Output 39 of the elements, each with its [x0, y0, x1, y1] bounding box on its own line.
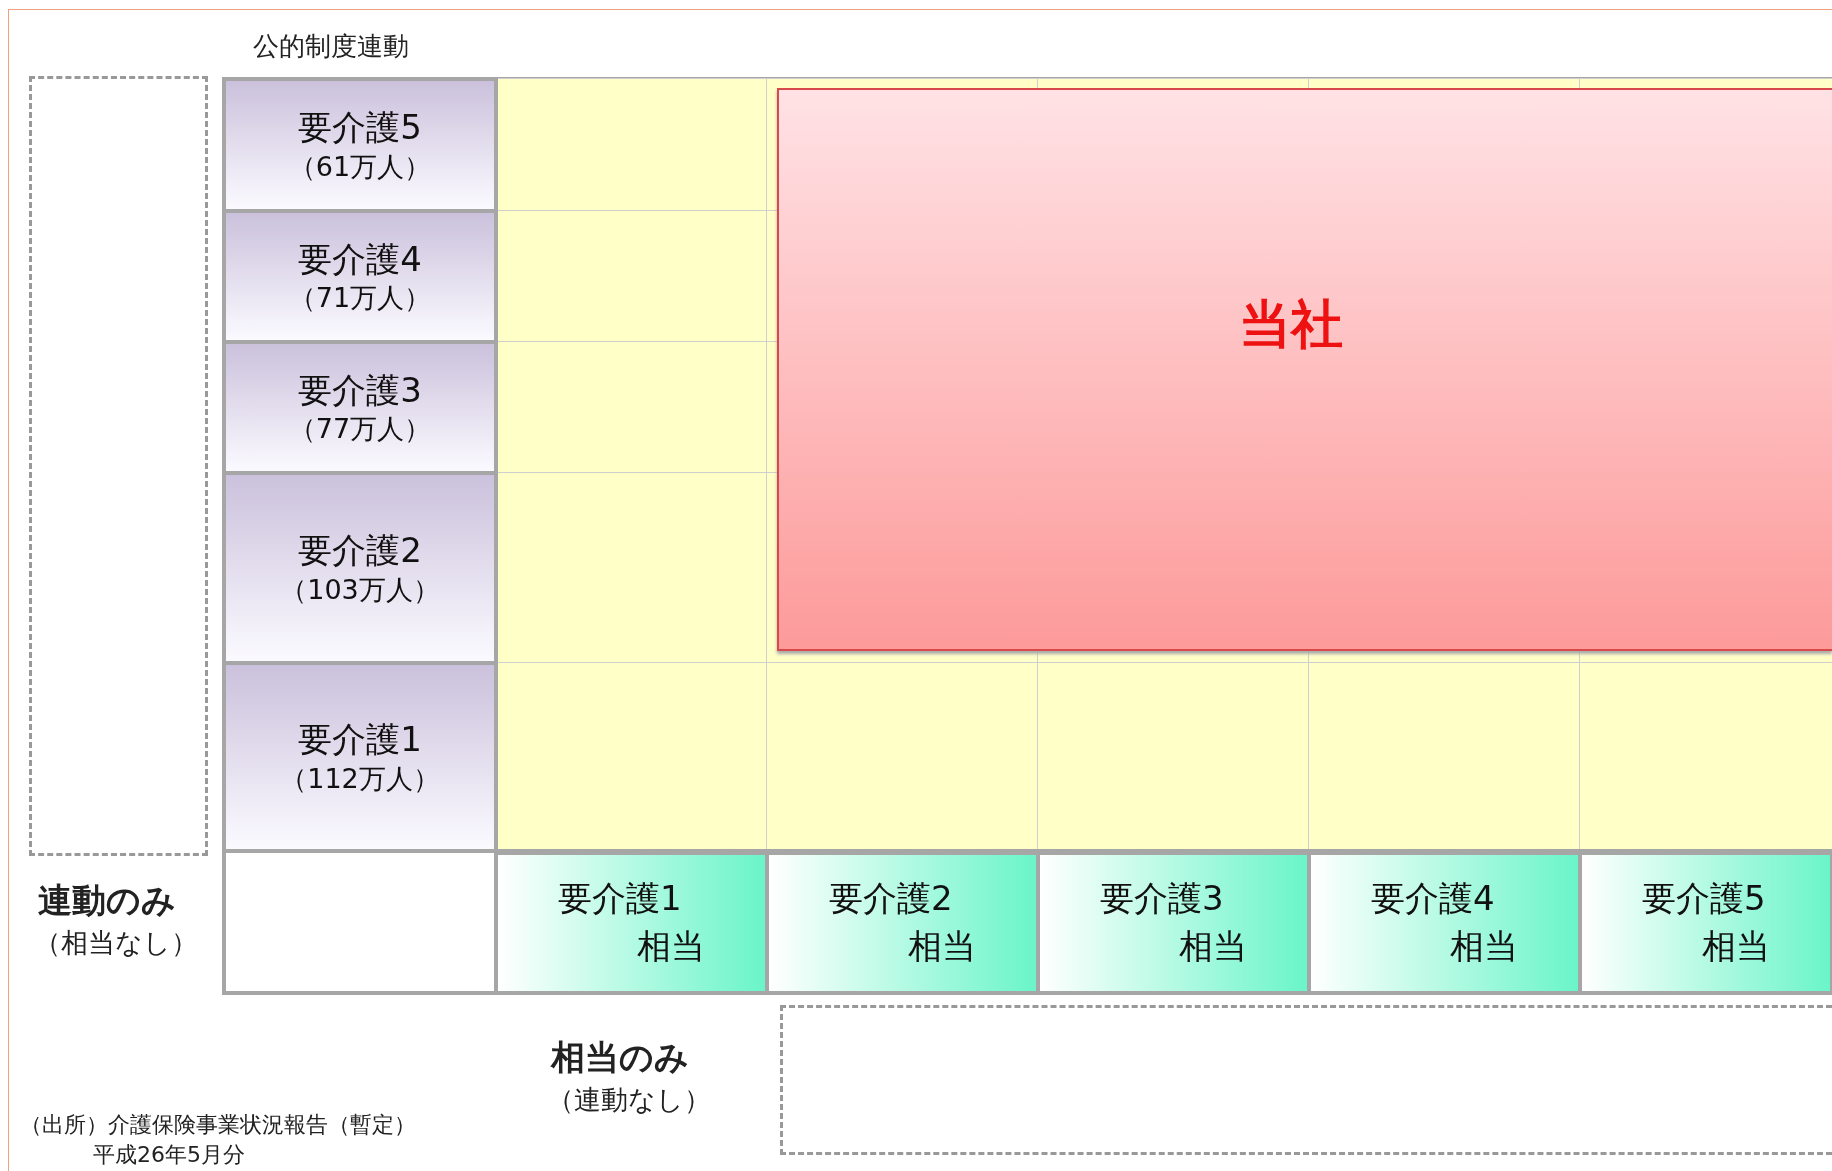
column-header	[767, 853, 1038, 993]
row-header	[224, 663, 496, 851]
level-text: 要介護5	[1642, 877, 1766, 920]
note-text: （連動なし）	[547, 1083, 711, 1117]
column-header	[496, 853, 767, 993]
level-text: 要介護4	[1371, 877, 1495, 920]
level-text: 要介護5	[298, 106, 422, 149]
highlight-box	[777, 88, 1832, 651]
level-text: 要介護3	[1100, 877, 1224, 920]
level-text: 要介護1	[558, 877, 682, 920]
level-text: 要介護4	[298, 237, 422, 281]
level-text: 要介護3	[298, 368, 422, 412]
column-header	[1580, 853, 1832, 993]
company-text: 当社	[1239, 293, 1343, 356]
equivalent-text: 相当	[637, 925, 705, 968]
equivalent-text: 相当	[1450, 925, 1518, 968]
row-header	[224, 79, 496, 211]
equivalent-text: 相当	[1179, 925, 1247, 968]
label-text: 相当のみ	[551, 1036, 689, 1079]
level-text: 要介護1	[298, 718, 422, 761]
row-header	[224, 342, 496, 473]
note-text: （相当なし）	[34, 926, 198, 960]
count-text: （71万人）	[288, 281, 432, 316]
source-note: 平成26年5月分	[93, 1141, 245, 1169]
axis-title: 公的制度連動	[253, 30, 409, 63]
column-header	[1309, 853, 1580, 993]
label-text: 連動のみ	[38, 879, 176, 922]
row-header	[224, 211, 496, 342]
equivalent-text: 相当	[1702, 925, 1770, 968]
level-text: 要介護2	[829, 877, 953, 920]
row-header	[224, 473, 496, 663]
source-note: （出所）介護保険事業状況報告（暫定）	[20, 1111, 416, 1139]
level-text: 要介護2	[298, 529, 422, 572]
column-header	[1038, 853, 1309, 993]
count-text: （112万人）	[280, 761, 440, 796]
count-text: （61万人）	[288, 149, 432, 184]
equivalent-text: 相当	[908, 925, 976, 968]
count-text: （103万人）	[280, 572, 440, 607]
count-text: （77万人）	[288, 412, 432, 447]
